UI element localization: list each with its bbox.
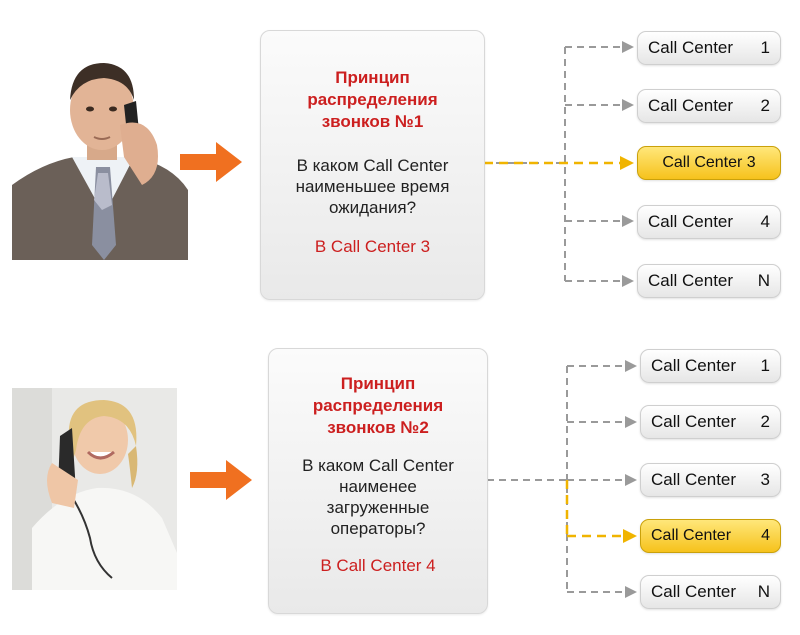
box-title-line: распределения: [307, 90, 438, 109]
call-center-4-node-highlighted: Call Center 4: [640, 519, 781, 553]
node-label: Call Center: [648, 212, 734, 231]
node-label: Call Center: [648, 96, 734, 115]
box-question-line: операторы?: [330, 519, 426, 538]
man-on-phone-photo: [12, 45, 188, 260]
call-center-n-node: Call Center N: [637, 264, 781, 298]
box-answer: В Call Center 4: [320, 556, 436, 575]
node-number: 3: [760, 470, 770, 489]
box-title-line: звонков №2: [327, 418, 429, 437]
node-label: Call Center 3: [662, 154, 756, 171]
box-title-line: Принцип: [340, 374, 416, 393]
node-number: N: [757, 271, 770, 290]
node-label: Call Center: [651, 470, 737, 489]
call-center-1-node: Call Center 1: [637, 31, 781, 65]
call-center-2-node: Call Center 2: [640, 405, 781, 439]
node-label: Call Center: [648, 271, 734, 290]
box-answer: В Call Center 3: [314, 237, 431, 256]
node-label: Call Center: [651, 527, 732, 544]
node-number: 4: [760, 212, 770, 231]
call-center-1-node: Call Center 1: [640, 349, 781, 383]
box-question-line: загруженные: [326, 498, 430, 517]
call-center-3-node-highlighted: Call Center 3: [637, 146, 781, 180]
arrow-right-icon: [190, 460, 252, 500]
distribution-principle-box-2: Принцип распределения звонков №2 В каком…: [268, 348, 488, 614]
box-title-line: Принцип: [335, 68, 410, 87]
node-number: 4: [761, 527, 770, 544]
node-label: Call Center: [648, 38, 734, 57]
node-number: N: [757, 582, 770, 601]
box-question-line: ожидания?: [328, 198, 417, 217]
node-label: Call Center: [651, 582, 737, 601]
arrow-right-icon: [180, 142, 242, 182]
node-number: 2: [760, 96, 770, 115]
node-number: 2: [760, 412, 770, 431]
call-center-2-node: Call Center 2: [637, 89, 781, 123]
call-center-4-node: Call Center 4: [637, 205, 781, 239]
box-question-line: В каком Call Center: [296, 156, 449, 175]
node-label: Call Center: [651, 356, 737, 375]
node-label: Call Center: [651, 412, 737, 431]
box-title-line: звонков №1: [321, 112, 424, 131]
distribution-principle-box-1: Принцип распределения звонков №1 В каком…: [260, 30, 485, 300]
call-center-n-node: Call Center N: [640, 575, 781, 609]
box-question-line: В каком Call Center: [302, 456, 454, 475]
node-number: 1: [760, 356, 770, 375]
woman-on-phone-photo: [12, 388, 177, 590]
call-center-3-node: Call Center 3: [640, 463, 781, 497]
box-question-line: наименьшее время: [295, 177, 450, 196]
box-title-line: распределения: [312, 396, 444, 415]
node-number: 1: [760, 38, 770, 57]
box-question-line: наименее: [339, 477, 417, 496]
